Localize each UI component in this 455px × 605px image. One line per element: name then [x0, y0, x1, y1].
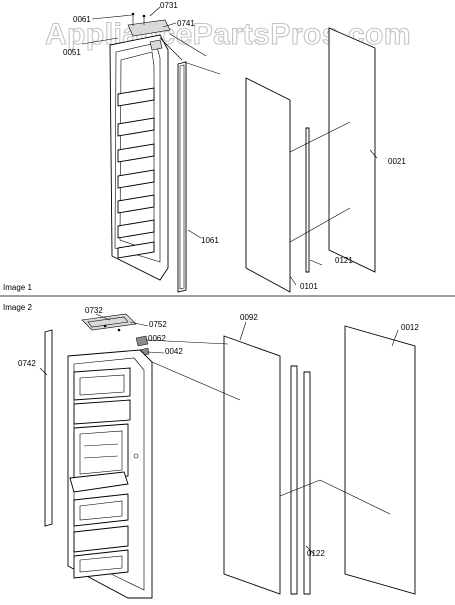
- door-button: [133, 453, 139, 459]
- section-title-image-2: Image 2: [3, 303, 32, 312]
- callout-0101: 0101: [300, 282, 318, 291]
- door-assembly-1: [109, 12, 171, 281]
- callout-0092: 0092: [240, 313, 258, 322]
- outer-panel-0012: [344, 325, 416, 595]
- callout-0742: 0742: [18, 359, 36, 368]
- image-2-diagram: [39, 313, 416, 599]
- callout-0061: 0061: [73, 15, 91, 24]
- gasket-0742: [44, 329, 53, 527]
- screw-1a: [131, 12, 135, 16]
- callout-0731: 0731: [160, 1, 178, 10]
- callout-0062: 0062: [148, 334, 166, 343]
- door-top-trim-2: [81, 313, 137, 331]
- callout-0732: 0732: [85, 306, 103, 315]
- outer-panel-0021: [328, 27, 376, 273]
- callout-0741: 0741: [177, 19, 195, 28]
- gasket-1061: [177, 61, 187, 293]
- door-bins-1: [117, 87, 155, 259]
- image-2-labels: Image 2 0732 0752 0062 0042 0092 0012 07…: [3, 303, 419, 558]
- callout-0752: 0752: [149, 320, 167, 329]
- screw-2a: [103, 324, 107, 328]
- callout-0042: 0042: [165, 347, 183, 356]
- strip-0121: [305, 127, 310, 273]
- door-liner-1: [114, 42, 161, 263]
- callout-0051: 0051: [63, 48, 81, 57]
- strip-0122a: [290, 365, 298, 595]
- image-1-diagram: [81, 6, 378, 293]
- callout-0121: 0121: [335, 256, 353, 265]
- strip-0122b: [303, 371, 311, 595]
- section-title-image-1: Image 1: [3, 283, 32, 292]
- callout-0021: 0021: [388, 157, 406, 166]
- callout-0122: 0122: [307, 549, 325, 558]
- watermark-text: AppliancePartsPros.com: [45, 18, 411, 51]
- callout-0012: 0012: [401, 323, 419, 332]
- door-assembly-2: [67, 349, 153, 599]
- hinge-0062: [135, 335, 149, 347]
- screw-2b: [117, 328, 121, 332]
- image-1-labels: Image 1 0061 0731 0741 0051 0021 1061 01…: [3, 1, 406, 292]
- door-top-trim-1: [127, 19, 171, 37]
- liner-panel-0092: [223, 335, 281, 595]
- callout-1061: 1061: [201, 236, 219, 245]
- liner-panel-0101: [245, 77, 291, 293]
- screw-1b: [142, 14, 146, 18]
